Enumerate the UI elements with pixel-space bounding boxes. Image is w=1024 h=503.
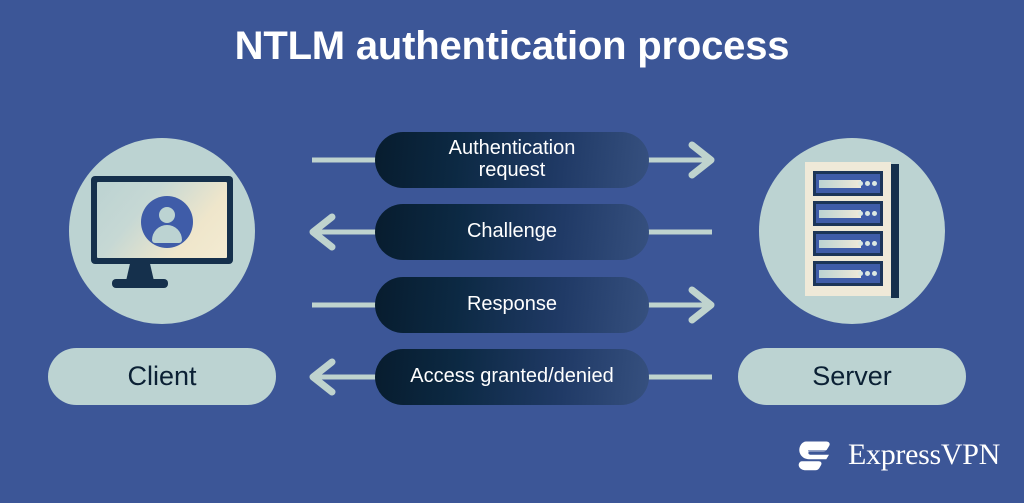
flow-message-pill: Access granted/denied	[375, 349, 649, 405]
server-unit-leds	[858, 271, 877, 276]
flow-step-2: Challenge	[300, 204, 724, 260]
brand-logo: ExpressVPN	[793, 434, 1000, 476]
server-endpoint: Server	[737, 138, 967, 405]
flow-message-label: Response	[466, 293, 558, 316]
server-icon-disc	[759, 138, 945, 324]
server-unit-bar	[819, 180, 861, 188]
flow-message-pill: Challenge	[375, 204, 649, 260]
user-avatar-icon	[141, 196, 193, 248]
server-rack-unit	[813, 231, 883, 256]
avatar-head	[159, 207, 175, 223]
client-icon-disc	[69, 138, 255, 324]
server-rack-unit	[813, 171, 883, 196]
client-endpoint: Client	[47, 138, 277, 405]
server-rack-unit	[813, 261, 883, 286]
server-unit-leds	[858, 211, 877, 216]
page-title: NTLM authentication process	[234, 24, 790, 68]
expressvpn-e-logo-icon	[798, 441, 830, 471]
monitor-stand-neck	[126, 264, 154, 281]
flow-step-3: Response	[300, 277, 724, 333]
flow-message-pill: Response	[375, 277, 649, 333]
flow-message-label: Access granted/denied	[410, 365, 614, 388]
server-rack-unit	[813, 201, 883, 226]
brand-name: ExpressVPN	[848, 438, 1000, 471]
server-unit-leds	[858, 241, 877, 246]
server-unit-bar	[819, 240, 861, 248]
server-label: Server	[738, 348, 966, 405]
server-unit-leds	[858, 181, 877, 186]
monitor-stand-base	[112, 279, 168, 288]
flow-message-label: Challenge	[466, 220, 558, 243]
monitor-screen	[97, 182, 227, 258]
flow-step-4: Access granted/denied	[300, 349, 724, 405]
server-rack-icon	[805, 162, 891, 296]
server-unit-bar	[819, 270, 861, 278]
server-unit-bar	[819, 210, 861, 218]
client-label: Client	[48, 348, 276, 405]
avatar-body	[152, 225, 182, 243]
desktop-monitor-icon	[91, 176, 233, 264]
server-rack-side-panel	[891, 164, 899, 298]
